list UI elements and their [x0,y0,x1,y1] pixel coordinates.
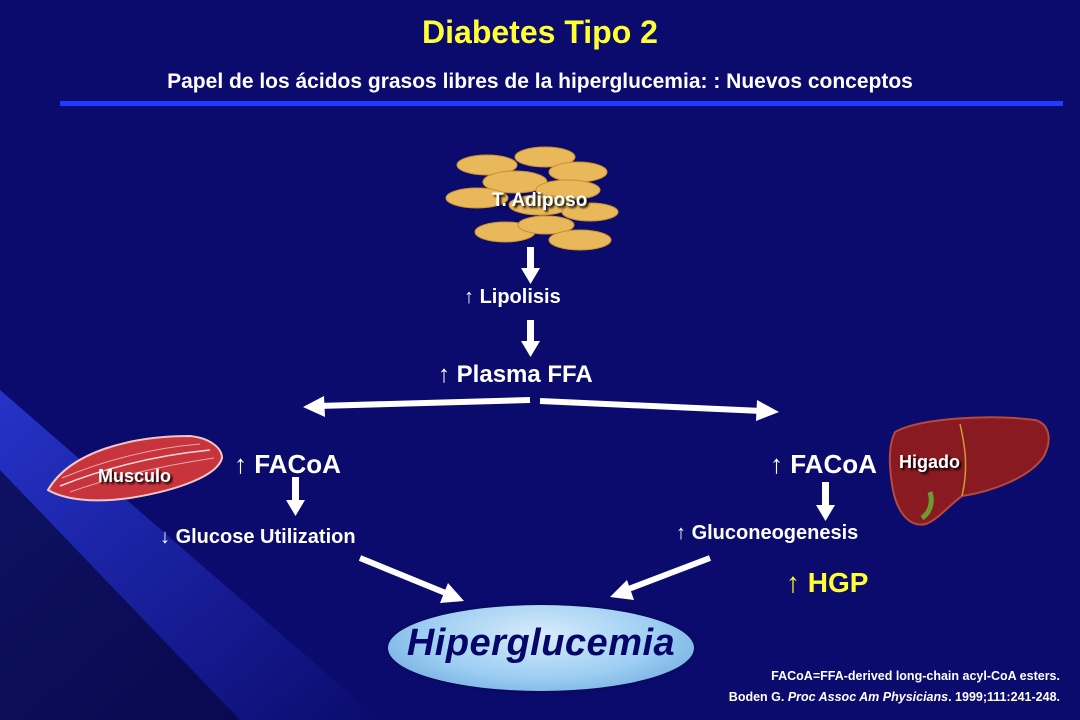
arrow-gluconeogenesis-to-hiperglucemia [610,555,712,600]
hgp-node: ↑ HGP [786,567,868,599]
lipolisis-label: Lipolisis [479,286,561,308]
adipose-label: T. Adiposo [492,190,588,211]
down-arrow-icon: ↓ [160,526,170,548]
plasma-ffa-node: ↑ Plasma FFA [438,361,593,389]
facoa-liver-node: ↑ FACoA [770,449,877,480]
facoa-muscle-label: FACoA [254,449,341,479]
reference-journal: Proc Assoc Am Physicians [787,690,949,704]
arrow-ffa-to-liver [539,398,779,421]
facoa-liver-label: FACoA [790,449,877,479]
reference-details: . 1999;111:241-248. [948,690,1060,704]
title-divider [60,101,1063,106]
glucose-utilization-label: Glucose Utilization [175,526,356,548]
gluconeogenesis-label: Gluconeogenesis [691,522,859,544]
hiperglucemia-label: Hiperglucemia [406,622,676,664]
slide-title: Diabetes Tipo 2 [422,14,658,50]
plasma-ffa-label: Plasma FFA [456,361,593,388]
muscle-illustration [46,434,224,502]
adipose-tissue-illustration [445,146,619,251]
up-arrow-icon: ↑ [234,449,247,479]
up-arrow-icon: ↑ [464,286,474,308]
muscle-label: Musculo [98,466,172,486]
up-arrow-icon: ↑ [676,522,686,544]
up-arrow-icon: ↑ [438,361,450,388]
arrow-adipose-to-lipolisis [521,247,540,284]
hgp-label: HGP [807,567,869,598]
up-arrow-icon: ↑ [786,567,800,598]
liver-label: Higado [899,452,960,472]
glucose-utilization-node: ↓ Glucose Utilization [160,526,356,549]
hiperglucemia-outcome-pill [388,605,694,691]
liver-illustration [888,416,1050,526]
arrow-glucose-to-hiperglucemia [358,555,464,603]
footnote-definition: FACoA=FFA-derived long-chain acyl-CoA es… [771,669,1060,683]
slide-subtitle: Papel de los ácidos grasos libres de la … [167,70,913,93]
reference-authors: Boden G. [728,690,788,704]
arrow-facoa-to-gluconeogenesis [816,482,835,521]
up-arrow-icon: ↑ [770,449,783,479]
footnote-reference: Boden G. Proc Assoc Am Physicians. 1999;… [729,690,1060,704]
gluconeogenesis-node: ↑ Gluconeogenesis [676,522,858,545]
arrow-ffa-to-muscle [303,396,531,417]
facoa-muscle-node: ↑ FACoA [234,449,341,480]
arrow-facoa-to-glucose-utilization [286,477,305,516]
arrow-lipolisis-to-ffa [521,320,540,357]
lipolisis-node: ↑ Lipolisis [464,286,561,309]
